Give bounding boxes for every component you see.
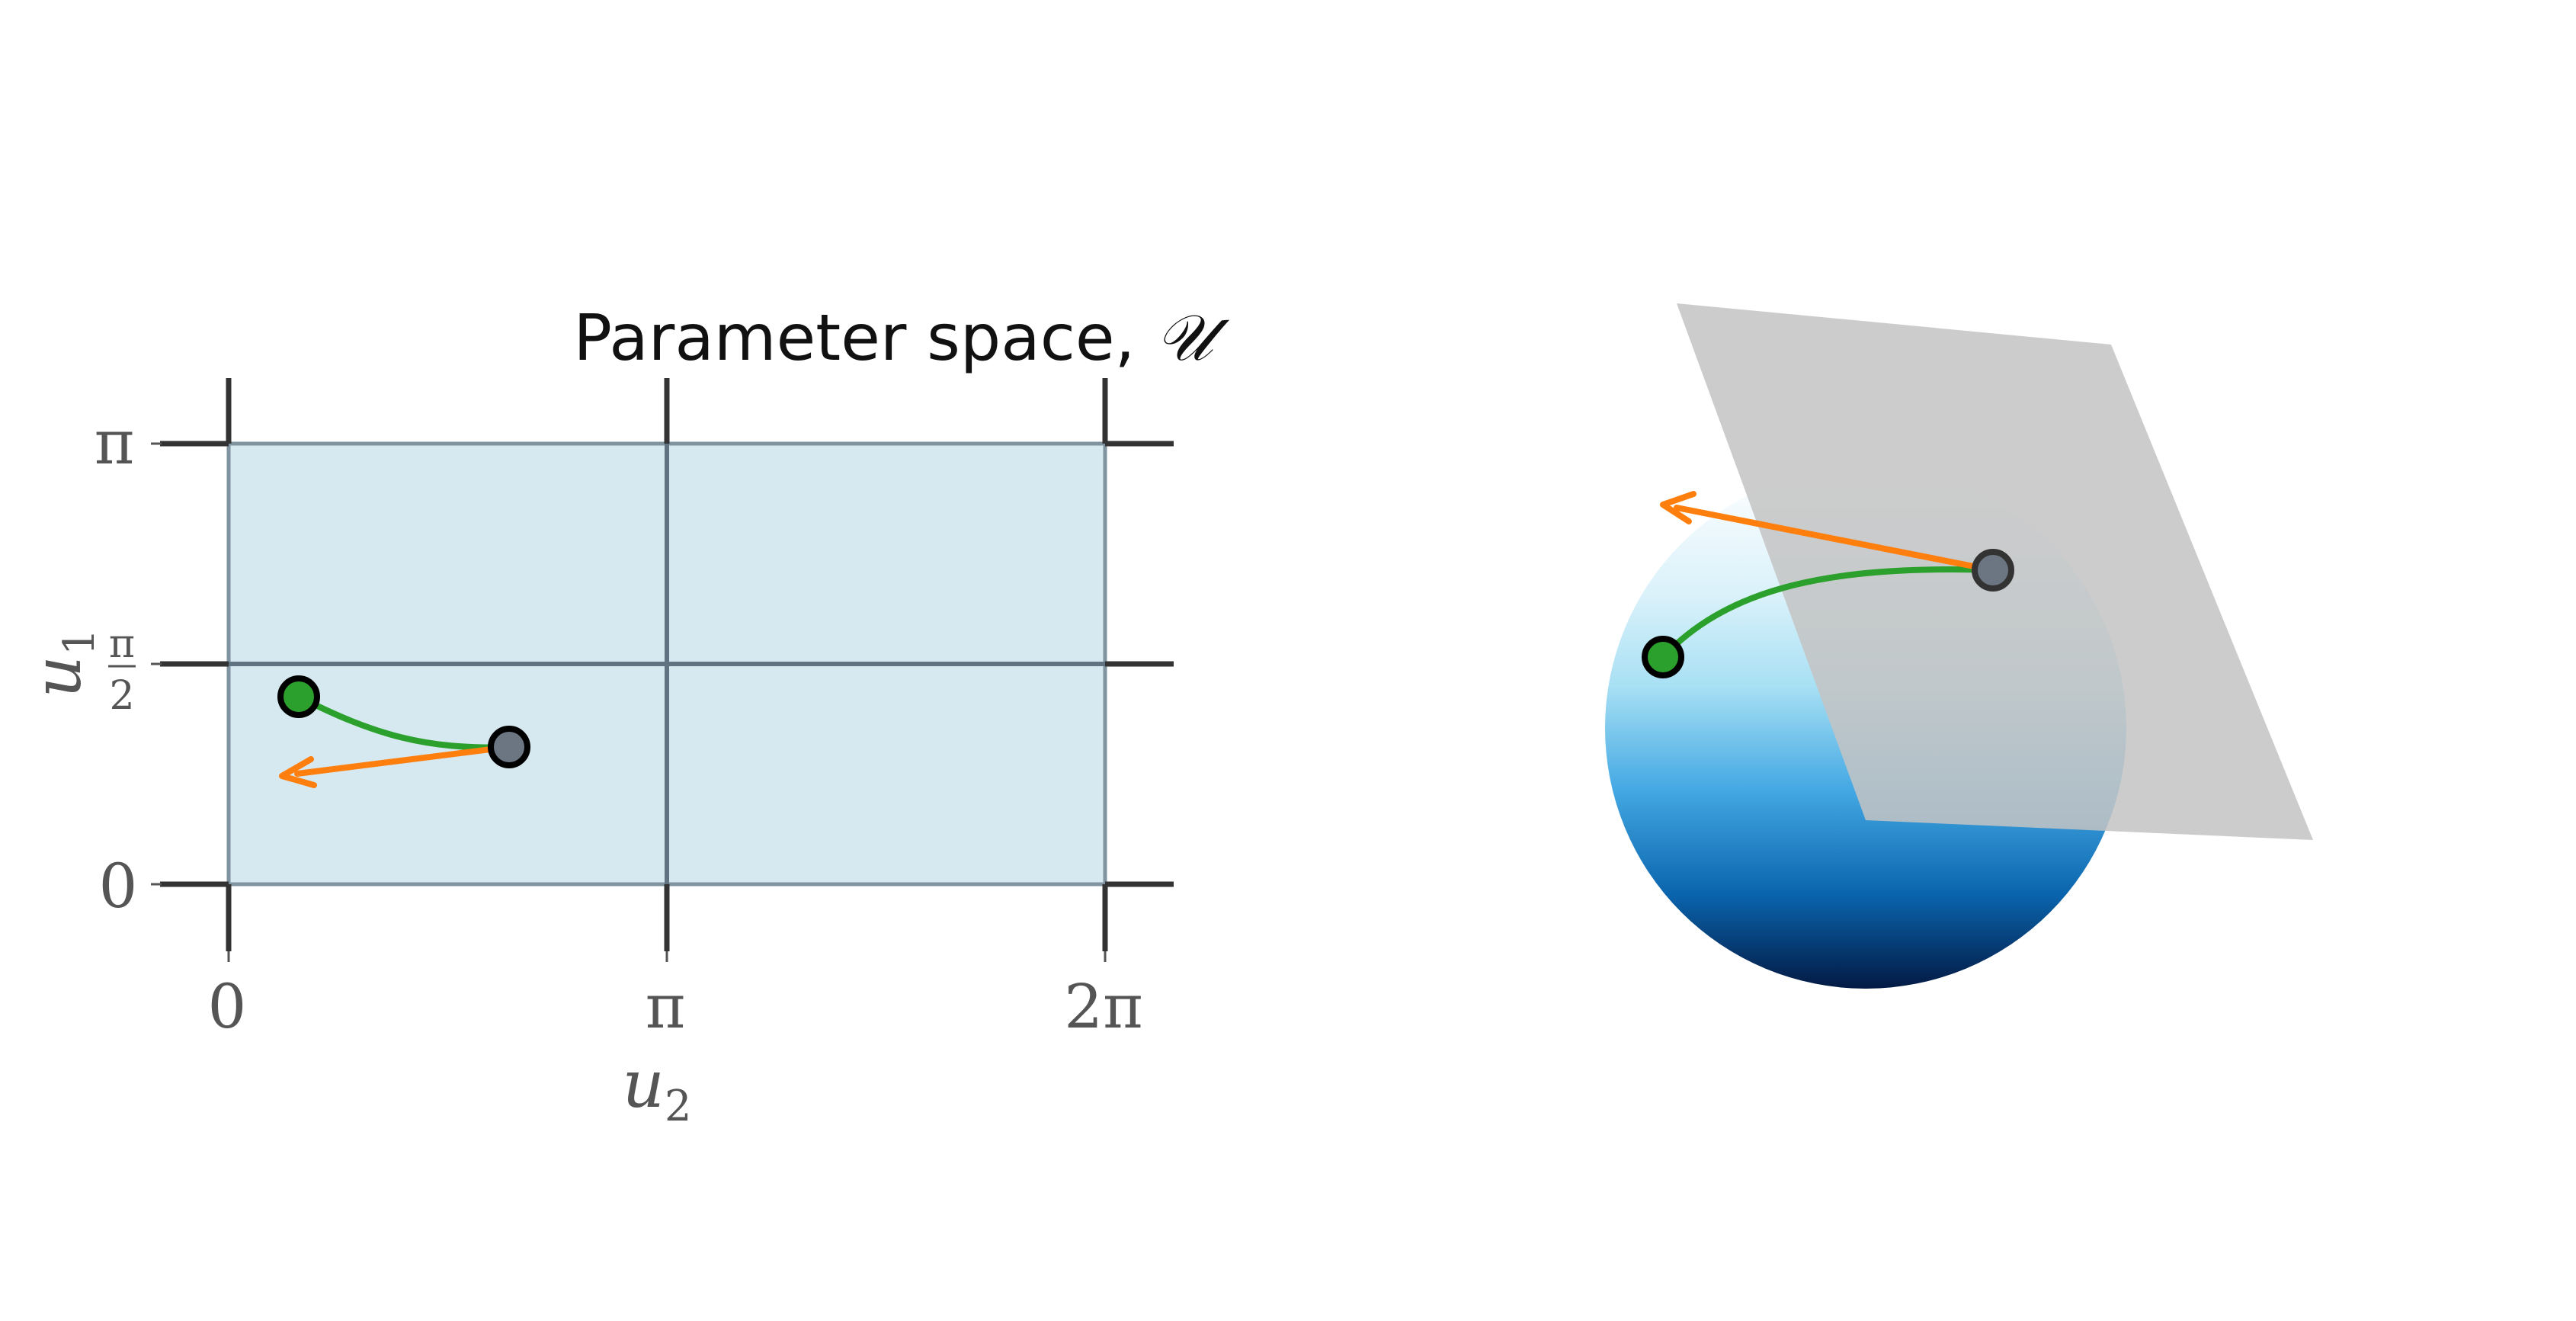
x-tick-label-2pi: 2π	[1064, 971, 1142, 1042]
x-axis-label-base: u	[622, 1047, 664, 1123]
x-tick-label-pi: π	[646, 971, 686, 1042]
y-axis-label: u1	[20, 628, 104, 697]
x-axis-label: u2	[622, 1047, 691, 1131]
x-axis-label-subscript: 2	[665, 1082, 692, 1131]
parameter-curve	[296, 694, 512, 751]
y-tick-label-half-pi-numerator: π	[109, 621, 135, 667]
y-tick-label-0: 0	[99, 851, 138, 922]
sphere-panel	[1605, 303, 2313, 989]
y-tick-label-half-pi-denominator: 2	[109, 673, 134, 719]
panel-title-text: Parameter space,	[573, 300, 1155, 375]
sphere-curve	[1660, 566, 1996, 660]
y-axis-label-base: u	[20, 656, 96, 697]
panel-title-symbol: 𝒰	[1155, 300, 1230, 375]
panel-title: Parameter space, 𝒰	[573, 300, 1230, 375]
sphere-start-point	[1642, 636, 1684, 678]
parameter-tangent-arrow-shaft	[294, 744, 512, 777]
parameter-start-point	[277, 675, 320, 718]
y-tick-label-half-pi: π 2	[108, 621, 136, 719]
x-tick-label-0: 0	[208, 971, 247, 1042]
parameter-end-point	[488, 726, 530, 768]
sphere-tangent-arrowhead	[1660, 491, 1697, 524]
sphere-tangent-arrow-shaft	[1674, 505, 1996, 573]
tick-marks	[151, 442, 1107, 962]
y-tick-label-pi: π	[95, 407, 135, 478]
tick-lines	[160, 378, 1174, 951]
sphere-end-point	[1972, 549, 2014, 592]
parameter-tangent-arrowhead	[279, 756, 317, 788]
y-axis-label-subscript: 1	[55, 628, 104, 656]
parameter-space-panel: Parameter space, 𝒰	[20, 300, 1230, 1131]
